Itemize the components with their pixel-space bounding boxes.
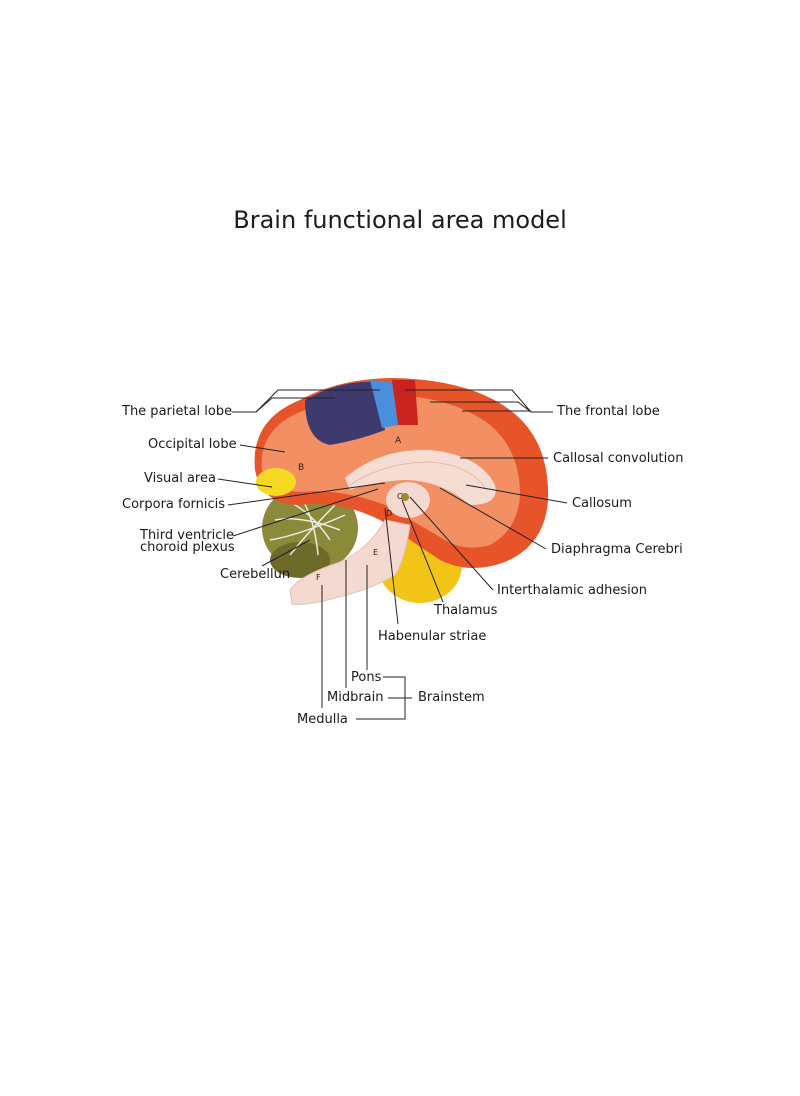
brain-model: A B C D E F: [254, 378, 549, 605]
leader-lines: [217, 389, 568, 720]
marker-c: C: [397, 492, 403, 501]
label-third-ventricle-line2: choroid plexus: [140, 540, 235, 555]
label-medulla: Medulla: [297, 712, 348, 727]
label-brainstem: Brainstem: [418, 690, 485, 705]
label-interthalamic-adhesion: Interthalamic adhesion: [497, 583, 647, 598]
marker-d: D: [386, 509, 392, 518]
label-visual-area: Visual area: [144, 471, 216, 486]
label-thalamus: Thalamus: [434, 603, 498, 618]
thalamus-region: [386, 482, 430, 518]
label-pons: Pons: [351, 670, 382, 685]
blue-band: [370, 380, 398, 428]
marker-a: A: [395, 436, 402, 446]
callosum-region: [345, 449, 496, 505]
visual-area-region: [256, 468, 296, 496]
label-occipital-lobe: Occipital lobe: [148, 437, 237, 452]
label-parietal-lobe: The parietal lobe: [122, 404, 233, 419]
red-band: [392, 380, 418, 425]
brainstem-region: [289, 519, 411, 605]
label-corpora-fornicis: Corpora fornicis: [122, 497, 226, 512]
diagram-title: Brain functional area model: [233, 206, 567, 234]
label-callosum: Callosum: [572, 496, 632, 511]
label-midbrain: Midbrain: [327, 690, 384, 705]
label-diaphragma-cerebri: Diaphragma Cerebri: [551, 542, 683, 557]
marker-e: E: [373, 548, 378, 557]
marker-b: B: [298, 463, 304, 473]
label-frontal-lobe: The frontal lobe: [557, 404, 660, 419]
label-cerebellum: Cerebellun: [220, 567, 291, 582]
label-callosal-convolution: Callosal convolution: [553, 451, 684, 466]
label-third-ventricle-line1: Third ventricle: [140, 528, 235, 543]
label-habenular-striae: Habenular striae: [378, 629, 487, 644]
marker-f: F: [316, 573, 321, 582]
